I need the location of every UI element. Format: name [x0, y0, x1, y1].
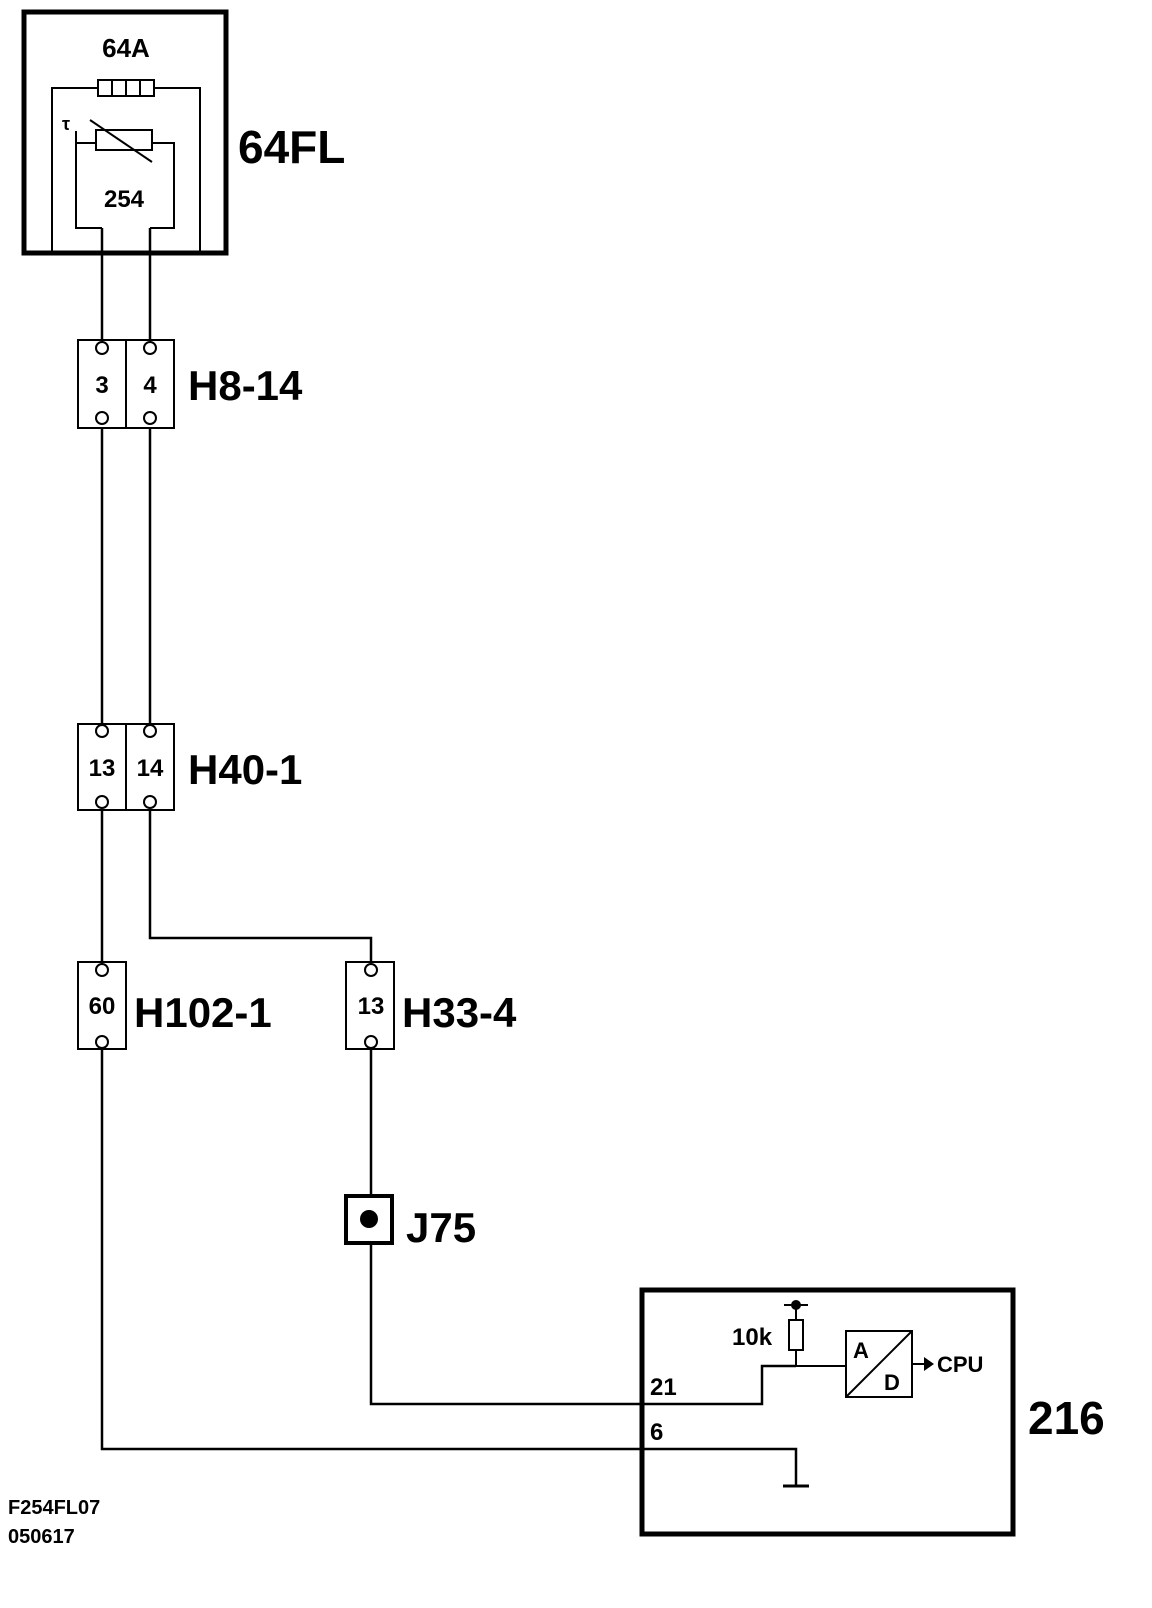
connector-label-H102-1: H102-1: [134, 989, 272, 1036]
connector-H40-1: 13 14 H40-1: [77, 723, 302, 811]
wire-j75-to-216: [369, 1243, 796, 1406]
wires: [100, 228, 798, 1485]
sensor-label: 254: [104, 186, 145, 213]
drawing-footer: F254FL07 050617: [8, 1497, 100, 1548]
output-arrow-icon: [924, 1357, 934, 1371]
fuse-label: 64A: [102, 33, 150, 63]
fuel-level-sender-64FL: 64A τ 254 64FL: [21, 9, 345, 256]
adc-label-a: A: [853, 1338, 869, 1363]
pin-label: 4: [143, 372, 157, 399]
connector-label-H40-1: H40-1: [188, 746, 302, 793]
drawing-code: F254FL07: [8, 1497, 100, 1519]
pin-label-ground: 6: [650, 1419, 663, 1446]
connector-H102-1: 60 H102-1: [77, 961, 272, 1050]
junction-label-J75: J75: [406, 1204, 476, 1251]
pin-label: 14: [137, 755, 164, 782]
date-code: 050617: [8, 1526, 75, 1548]
pin-label: 13: [89, 755, 116, 782]
pin-label-signal: 21: [650, 1374, 677, 1401]
cpu-label: CPU: [937, 1352, 983, 1377]
control-unit-housing: [639, 1287, 1016, 1537]
thermistor-symbol: τ: [62, 114, 175, 229]
component-label-216: 216: [1028, 1392, 1105, 1444]
pin-label: 3: [95, 372, 108, 399]
sender-housing: [21, 9, 229, 256]
pin-label: 13: [358, 993, 385, 1020]
wire-right-lower: [148, 802, 373, 966]
adc-label-d: D: [884, 1370, 900, 1395]
connector-label-H33-4: H33-4: [402, 989, 517, 1036]
component-label-64FL: 64FL: [238, 121, 345, 173]
resistor-label: 10k: [732, 1324, 773, 1351]
ad-converter: A D: [845, 1330, 913, 1398]
connector-H33-4: 13 H33-4: [345, 961, 517, 1050]
junction-dot: [360, 1210, 378, 1228]
junction-J75: J75: [344, 1194, 476, 1251]
connector-H8-14: 3 4 H8-14: [77, 339, 303, 429]
control-unit-216: 21 6 10k A D CPU 216: [639, 1287, 1105, 1537]
wire-ground: [100, 1042, 798, 1485]
temperature-glyph: τ: [62, 114, 70, 134]
pin-label: 60: [89, 993, 116, 1020]
connector-label-H8-14: H8-14: [188, 362, 303, 409]
pullup-resistor: 10k: [732, 1300, 808, 1366]
